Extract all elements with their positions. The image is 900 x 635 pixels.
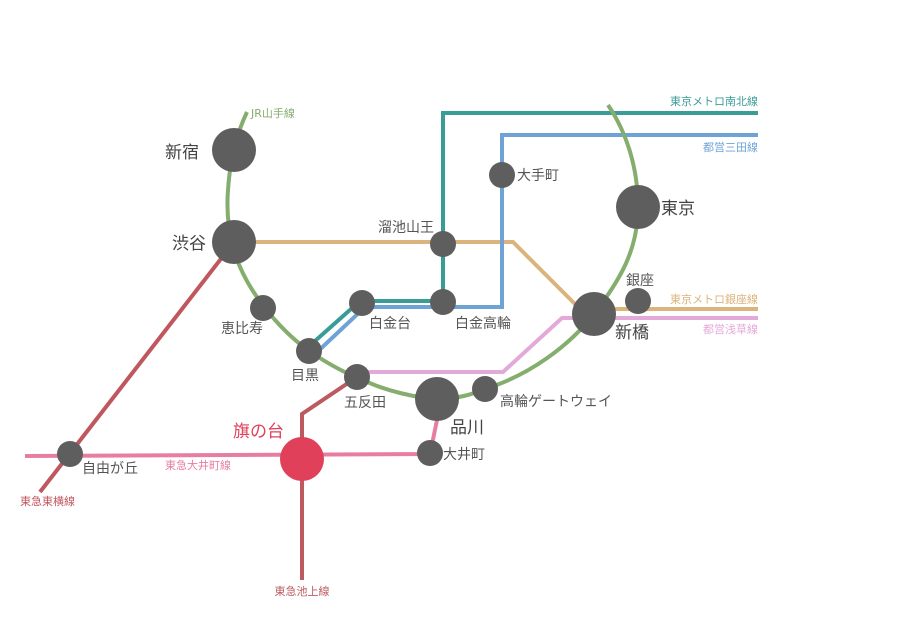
station-ebisu[interactable] — [250, 295, 276, 321]
station-shirokane-takanawa[interactable] — [430, 289, 456, 315]
line-label-ginza: 東京メトロ銀座線 — [670, 292, 758, 306]
station-tameike-sanno[interactable] — [430, 231, 456, 257]
line-ikegami — [300, 375, 359, 580]
label-ebisu: 恵比寿 — [221, 320, 263, 337]
station-jiyugaoka[interactable] — [57, 441, 83, 467]
line-label-ikegami: 東急池上線 — [275, 584, 330, 598]
label-shirokanedai: 白金台 — [369, 316, 411, 332]
station-shibuya[interactable] — [212, 220, 256, 264]
line-label-asakusa: 都営浅草線 — [703, 322, 758, 336]
line-mita — [312, 133, 758, 357]
line-oimachi — [24, 419, 439, 458]
station-oimachi[interactable] — [417, 440, 443, 466]
line-label-yamanote: JR山手線 — [250, 106, 295, 120]
station-shimbashi[interactable] — [572, 292, 616, 336]
label-takanawa-gateway: 高輪ゲートウェイ — [500, 393, 612, 410]
label-oimachi: 大井町 — [443, 447, 485, 463]
label-shimbashi: 新橋 — [615, 323, 649, 343]
label-shirokane-takanawa: 白金高輪 — [455, 315, 511, 332]
line-label-namboku: 東京メトロ南北線 — [670, 94, 758, 108]
label-tameike-sanno: 溜池山王 — [378, 220, 434, 236]
station-shinjuku[interactable] — [212, 128, 256, 172]
label-tokyo: 東京 — [661, 199, 695, 219]
label-shibuya: 渋谷 — [172, 234, 206, 254]
label-otemachi: 大手町 — [517, 168, 559, 184]
label-gotanda: 五反田 — [344, 395, 386, 411]
line-namboku — [304, 111, 758, 351]
station-shinagawa[interactable] — [415, 377, 459, 421]
label-hatanodai: 旗の台 — [233, 422, 284, 442]
line-label-oimachi: 東急大井町線 — [165, 458, 231, 472]
label-jiyugaoka: 自由が丘 — [82, 461, 138, 477]
line-asakusa — [357, 316, 758, 374]
station-takanawa-gateway[interactable] — [472, 376, 498, 402]
station-otemachi[interactable] — [489, 162, 515, 188]
label-meguro: 目黒 — [291, 368, 319, 384]
station-meguro[interactable] — [296, 338, 322, 364]
station-gotanda[interactable] — [344, 364, 370, 390]
station-tokyo[interactable] — [616, 185, 660, 229]
station-hatanodai[interactable] — [280, 437, 324, 481]
line-label-toyoko: 東急東横線 — [20, 494, 75, 508]
label-ginza: 銀座 — [626, 273, 654, 289]
line-ginza — [234, 240, 758, 311]
station-ginza[interactable] — [625, 288, 651, 314]
label-shinagawa: 品川 — [450, 418, 484, 438]
line-yamanote — [225, 103, 641, 402]
label-shinjuku: 新宿 — [165, 143, 199, 163]
line-label-mita: 都営三田線 — [703, 140, 758, 154]
station-shirokanedai[interactable] — [349, 290, 375, 316]
